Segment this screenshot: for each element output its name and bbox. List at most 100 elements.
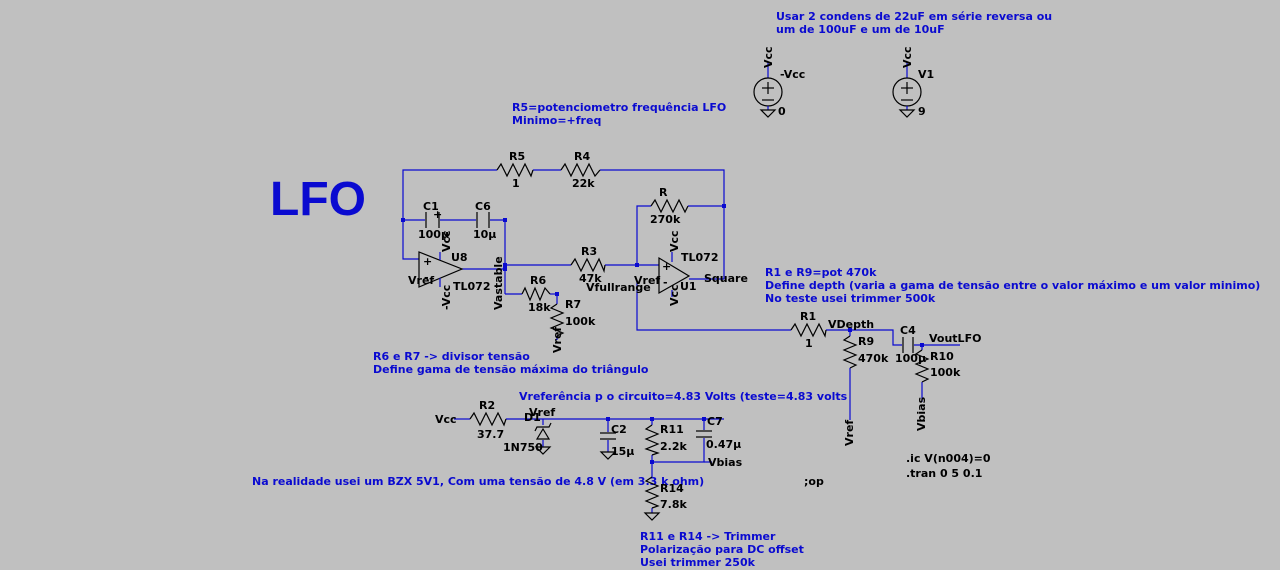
r11-name: R11 <box>660 423 684 436</box>
net-vbias-r10: Vbias <box>915 396 928 431</box>
r-name: R <box>659 186 668 199</box>
junction-dots <box>401 204 924 464</box>
net-labels: Vastable Vfullrange Square Vref VDepth V… <box>435 256 981 469</box>
note-caps-2: um de 100uF e um de 10uF <box>776 23 945 36</box>
r5-name: R5 <box>509 150 525 163</box>
spice-op: ;op <box>804 475 824 488</box>
r1-name: R1 <box>800 310 816 323</box>
c1-plus: + <box>433 208 442 221</box>
u8-vcc-net: Vcc <box>440 230 453 252</box>
net-voutlfo: VoutLFO <box>929 332 981 345</box>
capacitor-c1[interactable]: + C1 100µ <box>418 200 449 241</box>
u1-vcc-net: Vcc <box>668 230 681 252</box>
note-bzx: Na realidade usei um BZX 5V1, Com uma te… <box>252 475 704 488</box>
u8-plus: + <box>423 255 432 268</box>
resistor-r10[interactable]: R10 100k <box>914 349 961 383</box>
resistor-r5[interactable]: R5 1 <box>496 150 534 190</box>
r4-name: R4 <box>574 150 590 163</box>
v1-name: V1 <box>918 68 934 81</box>
u1-vref-net: Vref <box>634 274 660 287</box>
capacitor-c7[interactable]: C7 0.47µ <box>696 415 741 451</box>
spice-ic: .ic V(n004)=0 <box>906 452 991 465</box>
u8-model: TL072 <box>453 280 490 293</box>
r6-value: 18k <box>528 301 551 314</box>
u8-name: U8 <box>451 251 468 264</box>
net-vbias-r11: Vbias <box>708 456 743 469</box>
resistor-r3[interactable]: R3 47k <box>570 245 606 285</box>
spice-tran: .tran 0 5 0.1 <box>906 467 982 480</box>
neg-vcc-top-net: Vcc <box>762 46 775 68</box>
r4-value: 22k <box>572 177 595 190</box>
r-value: 270k <box>650 213 681 226</box>
resistor-r4[interactable]: R4 22k <box>560 150 601 190</box>
c7-name: C7 <box>707 415 723 428</box>
opamp-u8[interactable]: + - U8 TL072 Vcc -Vcc Vref <box>408 230 490 310</box>
voltage-source-neg-vcc[interactable]: Vcc -Vcc 0 <box>753 46 805 118</box>
note-trim-1: R11 e R14 -> Trimmer <box>640 530 776 543</box>
v1-top-net: Vcc <box>901 46 914 68</box>
note-caps-1: Usar 2 condens de 22uF em série reversa … <box>776 10 1052 23</box>
resistor-r7[interactable]: R7 100k <box>549 298 596 337</box>
r9-value: 470k <box>858 352 889 365</box>
net-vref-d1: Vref <box>529 406 555 419</box>
r7-value: 100k <box>565 315 596 328</box>
u1-neg-vcc-net: Vcc <box>668 284 681 306</box>
c1-name: C1 <box>423 200 439 213</box>
note-r1r9-3: No teste usei trimmer 500k <box>765 292 936 305</box>
resistor-r11[interactable]: R11 2.2k <box>644 423 687 456</box>
c7-value: 0.47µ <box>706 438 741 451</box>
u1-minus: - <box>663 276 668 289</box>
resistor-r1[interactable]: R1 1 <box>790 310 827 350</box>
resistor-r9[interactable]: R9 470k <box>842 335 889 369</box>
c6-name: C6 <box>475 200 491 213</box>
r9-name: R9 <box>858 335 874 348</box>
r5-value: 1 <box>512 177 520 190</box>
net-vref-r9: Vref <box>843 420 856 446</box>
capacitor-c2[interactable]: C2 15µ <box>600 423 634 458</box>
u8-neg-vcc-net: -Vcc <box>440 285 453 310</box>
opamp-u1[interactable]: + - TL072 U1 Vcc Vcc Vref <box>634 230 718 306</box>
note-r6r7-1: R6 e R7 -> divisor tensão <box>373 350 530 363</box>
r6-name: R6 <box>530 274 546 287</box>
u1-plus: + <box>662 260 671 273</box>
r14-name: R14 <box>660 482 684 495</box>
r10-value: 100k <box>930 366 961 379</box>
r3-name: R3 <box>581 245 597 258</box>
note-vref: Vreferência p o circuito=4.83 Volts (tes… <box>519 390 848 403</box>
net-square: Square <box>704 272 748 285</box>
c1-value: 100µ <box>418 228 449 241</box>
r2-value: 37.7 <box>477 428 504 441</box>
capacitor-c4[interactable]: C4 100µ <box>895 324 926 365</box>
note-r6r7-2: Define gama de tensão máxima do triângul… <box>373 363 649 376</box>
c2-value: 15µ <box>611 445 634 458</box>
resistor-r14[interactable]: R14 7.8k <box>644 476 687 511</box>
zener-diode-d1[interactable]: D1 1N750 <box>503 411 552 454</box>
u1-model: TL072 <box>681 251 718 264</box>
voltage-source-v1[interactable]: Vcc V1 9 <box>892 46 934 118</box>
r3-value: 47k <box>579 272 602 285</box>
r11-value: 2.2k <box>660 440 687 453</box>
c6-value: 10µ <box>473 228 496 241</box>
r14-value: 7.8k <box>660 498 687 511</box>
r2-name: R2 <box>479 399 495 412</box>
net-vfullrange: Vfullrange <box>586 281 651 294</box>
c4-value: 100µ <box>895 352 926 365</box>
resistor-r2[interactable]: R2 37.7 <box>469 399 507 441</box>
neg-vcc-name: -Vcc <box>780 68 805 81</box>
resistor-r6[interactable]: R6 18k <box>521 274 551 314</box>
net-vastable: Vastable <box>492 256 505 310</box>
r7-name: R7 <box>565 298 581 311</box>
d1-value: 1N750 <box>503 441 543 454</box>
d1-name: D1 <box>524 411 541 424</box>
note-r5-1: R5=potenciometro frequência LFO <box>512 101 726 114</box>
note-trim-3: Usei trimmer 250k <box>640 556 756 569</box>
c4-name: C4 <box>900 324 916 337</box>
wires <box>402 169 960 513</box>
c2-name: C2 <box>611 423 627 436</box>
resistor-r[interactable]: R 270k <box>650 186 689 226</box>
note-r1r9-1: R1 e R9=pot 470k <box>765 266 877 279</box>
capacitor-c6[interactable]: C6 10µ <box>473 200 496 241</box>
ground-symbols <box>534 446 661 521</box>
r1-value: 1 <box>805 337 813 350</box>
